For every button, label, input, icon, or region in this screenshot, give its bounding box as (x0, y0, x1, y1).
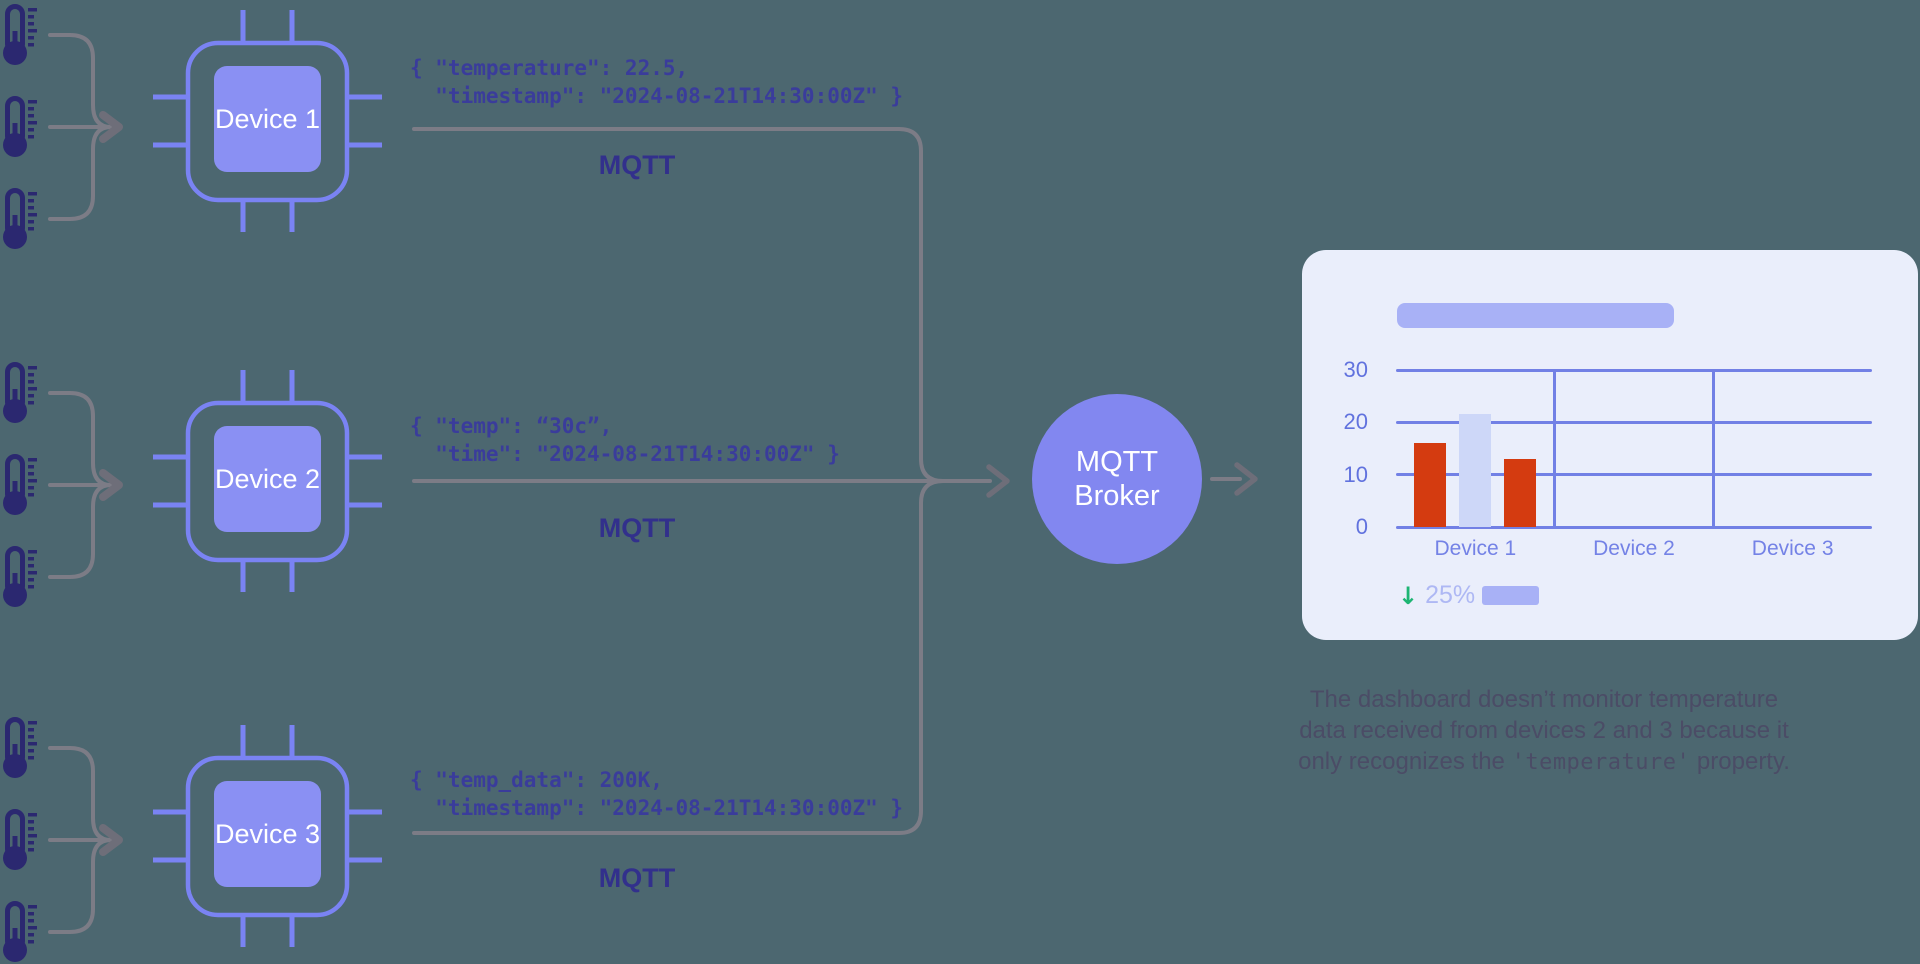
payload-device1: { "temperature": 22.5, "timestamp": "202… (410, 54, 903, 110)
device-chip-label: Device 2 (214, 463, 321, 494)
protocol-label-2: MQTT (598, 513, 676, 543)
payload-device3: { "temp_data": 200K, "timestamp": "2024-… (410, 766, 903, 822)
mqtt-broker-node: MQTT Broker (1032, 394, 1202, 564)
mqtt-line-device1 (412, 127, 945, 483)
payload-line: "time": "2024-08-21T14:30:00Z" } (410, 442, 840, 466)
chart-bar (1414, 443, 1447, 527)
device-chip-label: Device 3 (214, 818, 321, 849)
sensor-bracket-1 (48, 33, 113, 129)
x-axis-category-label: Device 2 (1593, 537, 1675, 560)
arrow-icon (986, 464, 1010, 498)
broker-label-line1: MQTT (1075, 446, 1159, 478)
thermometer-icon (2, 901, 38, 963)
y-axis-tick-label: 0 (1355, 514, 1368, 539)
grid-line (1396, 368, 1872, 372)
x-axis-category-label: Device 3 (1751, 537, 1834, 560)
grid-line (1396, 473, 1872, 477)
y-axis-tick-label: 30 (1343, 357, 1368, 382)
thermometer-icon (2, 4, 38, 66)
caption-text: The dashboard doesn’t monitor temperatur… (1234, 684, 1854, 778)
thermometer-icon (2, 546, 38, 608)
device-chip-3: Device 3 (152, 725, 382, 947)
device-chip-2: Device 2 (152, 370, 382, 592)
thermometer-icon (2, 717, 38, 779)
x-axis-category-label: Device 1 (1434, 537, 1517, 560)
sensor-bracket-3 (48, 838, 113, 934)
protocol-label-1: MQTT (598, 150, 676, 180)
chart-bar (1459, 414, 1492, 527)
chart-bar (1504, 458, 1537, 527)
grid-line (1711, 370, 1715, 527)
inline-code: 'temperature' (1511, 750, 1691, 775)
broker-label-line2: Broker (1074, 480, 1160, 512)
grid-line (1396, 525, 1872, 529)
arrow-icon (99, 824, 123, 856)
chip-icon (153, 10, 382, 232)
arrow-icon (1234, 462, 1258, 496)
payload-line: { "temp": “30c”, (410, 414, 613, 438)
thermometer-icon (2, 96, 38, 158)
thermometer-icon (2, 454, 38, 516)
sensor-bracket-2 (48, 391, 113, 487)
grid-line (1396, 420, 1872, 424)
payload-line: { "temperature": 22.5, (410, 56, 689, 80)
mqtt-line-device3 (412, 479, 945, 835)
protocol-label-3: MQTT (598, 863, 676, 893)
trend-change-label: 25% (1425, 581, 1476, 609)
chip-icon (153, 370, 382, 592)
device-chip-1: Device 1 (152, 10, 382, 232)
arrow-icon (99, 111, 123, 143)
y-axis-tick-label: 10 (1343, 461, 1368, 487)
sensor-bracket-1 (48, 125, 113, 221)
thermometer-icon (2, 809, 38, 871)
payload-line: { "temp_data": 200K, (410, 768, 663, 792)
thermometer-icon (2, 188, 38, 250)
chip-icon (153, 725, 382, 947)
sensor-bracket-3 (48, 746, 113, 842)
chart-title-placeholder (1397, 303, 1674, 328)
footer-bar-placeholder (1482, 586, 1540, 605)
grid-line (1553, 370, 1557, 527)
sensor-bracket-2 (48, 483, 113, 579)
chart-footer: ↓ 25% (1398, 581, 1540, 610)
payload-line: "timestamp": "2024-08-21T14:30:00Z" } (410, 84, 904, 108)
arrow-icon (99, 469, 123, 501)
caption-line3: only recognizes the 'temperature' proper… (1298, 748, 1790, 775)
payload-device2: { "temp": “30c”, "time": "2024-08-21T14:… (410, 412, 840, 468)
caption-line2: data received from devices 2 and 3 becau… (1299, 717, 1789, 744)
caption-line1: The dashboard doesn’t monitor temperatur… (1309, 686, 1779, 713)
thermometer-icon (2, 362, 38, 424)
arrow-down-icon: ↓ (1398, 581, 1419, 610)
device-chip-label: Device 1 (214, 103, 321, 134)
y-axis-tick-label: 20 (1343, 409, 1368, 435)
payload-line: "timestamp": "2024-08-21T14:30:00Z" } (410, 796, 904, 820)
